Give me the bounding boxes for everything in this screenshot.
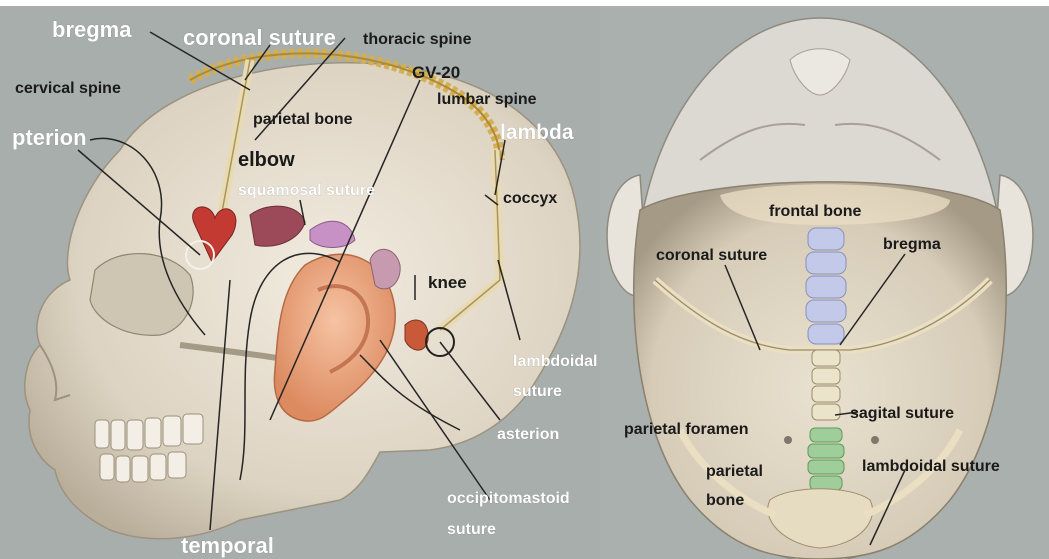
- parietal-foramen-left: [784, 436, 792, 444]
- label-parietal-bone-line2: bone: [706, 492, 744, 509]
- label-knee: knee: [428, 273, 467, 292]
- label-coronal-suture: coronal suture: [183, 25, 336, 50]
- label-sagital-suture: sagital suture: [850, 405, 954, 422]
- parietal-foramen-right: [871, 436, 879, 444]
- label-lumbar-spine: lumbar spine: [437, 91, 537, 108]
- label-asterion: asterion: [497, 426, 559, 443]
- label-squamosal-suture: squamosal suture: [238, 182, 375, 199]
- label-cervical-spine: cervical spine: [15, 80, 121, 97]
- lungs-icon: [370, 249, 400, 289]
- label-frontal-bone: frontal bone: [769, 203, 862, 220]
- label-occipitomastoid-line1: occipitomastoid: [447, 490, 570, 507]
- label-elbow: elbow: [238, 149, 295, 171]
- label-bregma-right: bregma: [883, 236, 941, 253]
- label-coccyx: coccyx: [503, 190, 557, 207]
- label-parietal-bone-line1: parietal: [706, 463, 763, 480]
- label-pterion: pterion: [12, 125, 87, 150]
- label-thoracic-spine: thoracic spine: [363, 31, 472, 48]
- label-lambdoidal-suture-line1: lambdoidal: [513, 353, 597, 370]
- label-parietal-foramen: parietal foramen: [624, 421, 748, 438]
- label-lambdoidal-suture-right: lambdoidal suture: [862, 458, 1000, 475]
- kidney-icon: [405, 320, 428, 350]
- label-lambda: lambda: [500, 121, 574, 144]
- label-coronal-suture-right: coronal suture: [656, 247, 767, 264]
- label-occipitomastoid-line2: suture: [447, 521, 496, 538]
- label-gv20: GV-20: [412, 63, 460, 82]
- vertebrae-blue: [806, 228, 846, 344]
- label-lambdoidal-suture-line2: suture: [513, 383, 562, 400]
- label-bregma: bregma: [52, 17, 132, 42]
- label-parietal-bone: parietal bone: [253, 111, 353, 128]
- label-temporal: temporal: [181, 533, 274, 558]
